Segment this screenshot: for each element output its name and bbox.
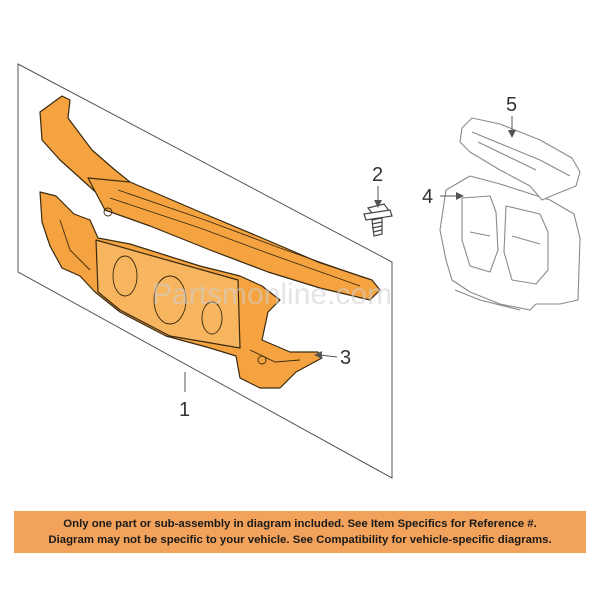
radiator-window-shape: [95, 239, 241, 349]
front-panel-detail: [454, 231, 541, 311]
disclaimer-banner: Only one part or sub-assembly in diagram…: [14, 511, 586, 553]
callout-3: 3: [340, 347, 351, 369]
leader-arrowheads: [314, 130, 516, 359]
callout-2: 2: [372, 164, 383, 186]
upper-panel-part: [459, 117, 581, 201]
bolt-thread-lines: [371, 221, 383, 233]
window-hole-right: [201, 301, 223, 335]
watermark-text: Partsmonline.com: [152, 278, 392, 311]
crossbeam-detail-line-2: [117, 189, 366, 279]
upper-panel-outline: [459, 117, 581, 201]
bracket-hole-2: [103, 207, 113, 217]
callout-4: 4: [422, 186, 433, 208]
bolt-part: [363, 203, 393, 237]
arrowhead-5: [508, 130, 516, 138]
window-hole-center: [153, 275, 187, 325]
front-panel-right-opening: [503, 205, 549, 285]
upper-crossbeam-shape: [87, 177, 381, 301]
disclaimer-line-2: Diagram may not be specific to your vehi…: [48, 534, 552, 546]
frame-detail-line: [59, 219, 91, 271]
arrowhead-4: [456, 192, 464, 200]
radiator-support-part: [39, 95, 381, 389]
callout-1: 1: [179, 399, 190, 421]
window-hole-left: [112, 255, 138, 297]
bolt-washer-shape: [363, 209, 393, 221]
arrowhead-3: [314, 351, 322, 359]
frame-detail-line-2: [249, 349, 301, 363]
callout-5: 5: [506, 94, 517, 116]
crossbeam-detail-line: [109, 197, 361, 287]
front-panel-part: [439, 175, 581, 311]
disclaimer-line-1: Only one part or sub-assembly in diagram…: [63, 518, 537, 530]
upper-panel-detail: [471, 131, 571, 177]
leader-line-3: [319, 354, 338, 358]
part-1-detail-lines: [59, 189, 366, 365]
bracket-hole: [257, 355, 267, 365]
arrowhead-2: [374, 200, 382, 208]
